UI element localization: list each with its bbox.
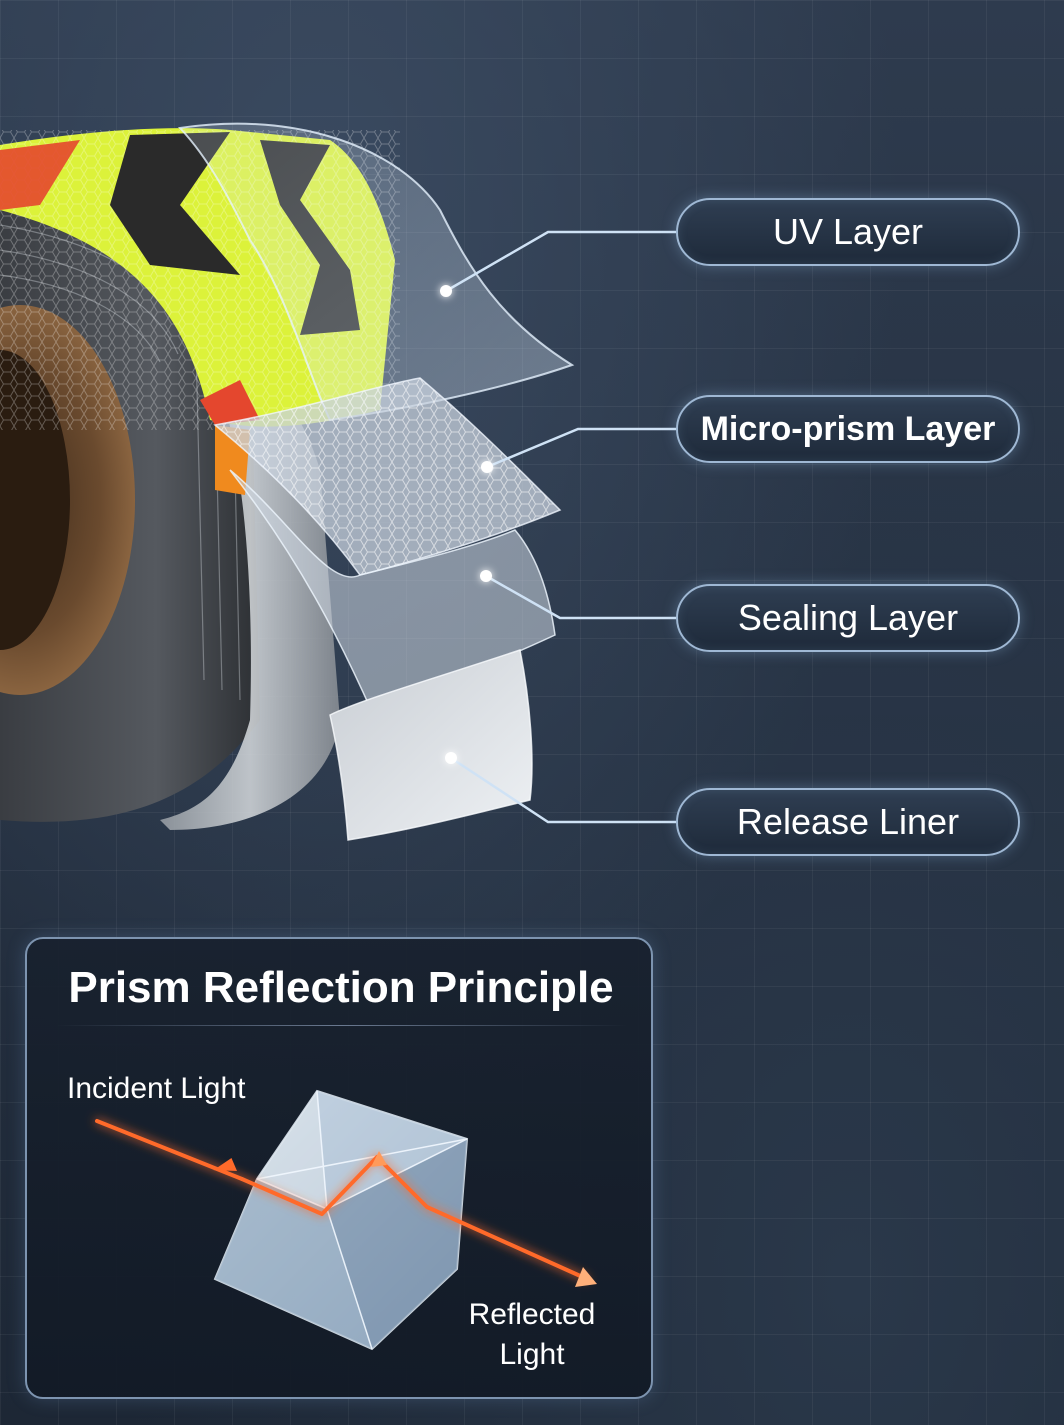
callout-lines	[445, 230, 676, 824]
uv-layer-film	[177, 122, 575, 422]
micro-prism-layer-label: Micro-prism Layer	[676, 395, 1020, 463]
sealing-layer-label: Sealing Layer	[676, 584, 1020, 652]
incident-arrowhead	[213, 1157, 237, 1171]
reflected-light-label: Reflected Light	[427, 1295, 637, 1375]
release-liner-label: Release Liner	[676, 788, 1020, 856]
reflected-arrowhead	[575, 1267, 597, 1287]
callout-dot-uv	[440, 285, 452, 297]
panel-divider	[55, 1025, 627, 1026]
internal-arrowhead	[371, 1151, 387, 1167]
reflected-label-line1: Reflected	[468, 1298, 596, 1331]
reflected-label-line2: Light	[499, 1338, 565, 1371]
uv-layer-label: UV Layer	[676, 198, 1020, 266]
callout-dot-micro	[481, 461, 493, 473]
prism-principle-panel: Prism Reflection Principle Incident Ligh…	[25, 937, 653, 1399]
incident-light-label: Incident Light	[67, 1072, 246, 1105]
sealing-layer-sheet	[229, 469, 556, 713]
callout-dot-seal	[480, 570, 492, 582]
panel-title: Prism Reflection Principle	[68, 963, 614, 1012]
prism-diagram	[95, 1089, 597, 1351]
release-liner-sheet	[329, 649, 533, 841]
callout-dot-release	[445, 752, 457, 764]
